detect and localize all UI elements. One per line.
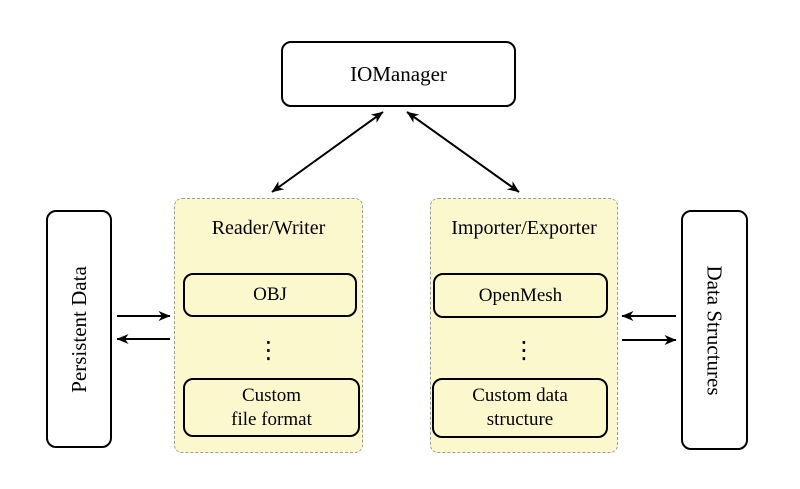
arrow-iomanager-importerexporter xyxy=(406,111,520,193)
node-persistent-data: Persistent Data xyxy=(46,210,112,448)
item-openmesh-label: OpenMesh xyxy=(478,284,563,306)
item-openmesh: OpenMesh xyxy=(433,273,608,318)
arrow-iomanager-readerwriter xyxy=(271,111,384,193)
node-data-structures-label: Data Structures xyxy=(703,264,728,396)
node-iomanager-label: IOManager xyxy=(350,61,447,86)
group-importer-exporter-title: Importer/Exporter xyxy=(451,217,597,239)
item-obj: OBJ xyxy=(183,273,357,317)
group-reader-writer-title: Reader/Writer xyxy=(211,217,326,239)
item-obj-label: OBJ xyxy=(253,284,287,305)
item-custom-file-format-label: Custom file format xyxy=(231,384,312,430)
node-iomanager: IOManager xyxy=(281,41,516,107)
item-custom-file-format: Custom file format xyxy=(183,378,360,437)
importer-exporter-vertical-ellipsis: ⋮ xyxy=(512,336,536,364)
node-persistent-data-label: Persistent Data xyxy=(66,265,91,393)
item-custom-data-structure-label: Custom data structure xyxy=(472,385,568,430)
reader-writer-vertical-ellipsis: ⋮ xyxy=(256,336,281,364)
node-data-structures: Data Structures xyxy=(681,210,748,450)
item-custom-data-structure: Custom data structure xyxy=(432,378,608,438)
